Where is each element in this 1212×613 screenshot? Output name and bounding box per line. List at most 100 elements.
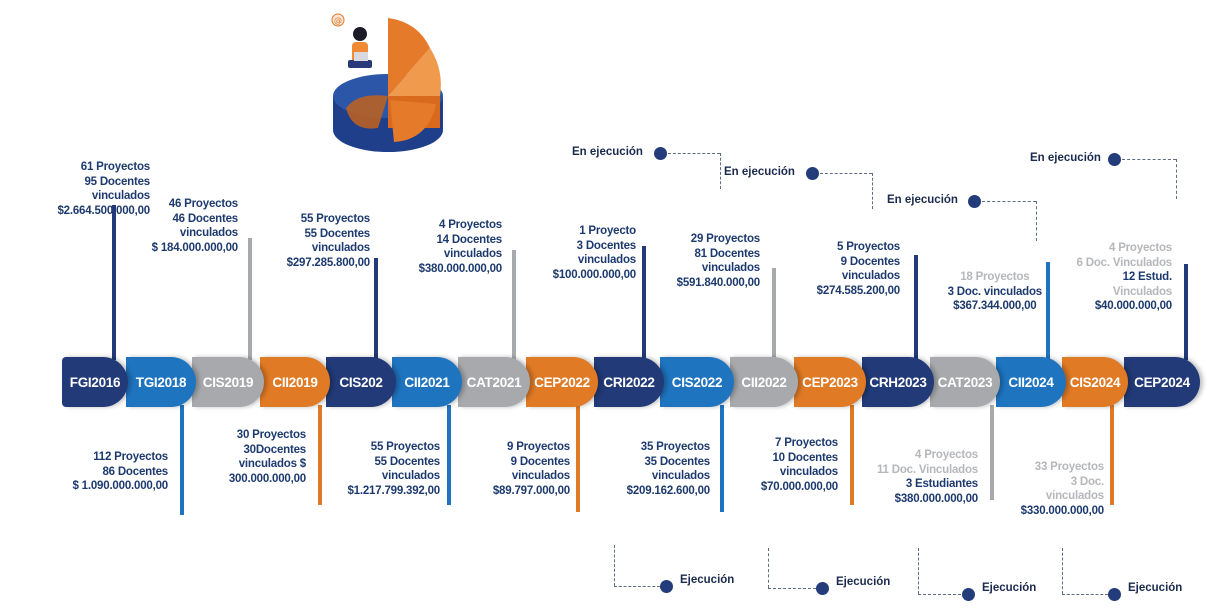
timeline-segment-cat2023: CAT2023 — [930, 357, 1000, 407]
annotation-line: Vinculados — [1112, 285, 1172, 298]
annotation-line: 46 Proyectos — [168, 198, 238, 210]
annotation-line: 55 Proyectos — [300, 213, 370, 225]
annotation-line: 1 Proyecto — [579, 225, 636, 237]
annotation-line: 35 Docentes — [644, 455, 710, 468]
connector-stem — [1046, 262, 1050, 360]
dashed-connector — [668, 153, 720, 154]
connector-stem — [374, 258, 378, 360]
connector-stem — [850, 405, 854, 505]
annotation-line: 3 Doc. vinculados — [947, 285, 1043, 298]
annotation-line: vinculados — [311, 242, 370, 254]
status-label-ejecucion: Ejecución — [836, 576, 891, 588]
svg-text:@: @ — [334, 16, 342, 25]
annotation-line: $1.217.799.392,00 — [347, 484, 440, 497]
status-label-en-ejecucion: En ejecución — [724, 166, 795, 178]
annotation-line: 55 Docentes — [374, 455, 440, 468]
timeline-segment-fgi2016: FGI2016 — [62, 357, 128, 407]
annotation-line: $100.000.000,00 — [552, 268, 637, 281]
dashed-connector — [1176, 159, 1177, 199]
annotation-line: 3 Doc. — [1070, 475, 1105, 488]
connector-stem — [248, 238, 252, 360]
annotation-line: 35 Proyectos — [640, 441, 710, 453]
top-annotation: 1 Proyecto 3 Docentes vinculados $100.000.0… — [552, 224, 637, 282]
dashed-connector — [768, 548, 769, 588]
status-label-ejecucion: Ejecución — [1128, 582, 1183, 594]
annotation-line: $209.162.600,00 — [626, 484, 711, 497]
annotation-line: vinculados — [511, 470, 570, 482]
connector-stem — [1184, 264, 1188, 360]
dashed-connector — [768, 588, 816, 589]
annotation-line: 33 Proyectos — [1034, 461, 1104, 473]
annotation-line: 4 Proyectos — [439, 219, 502, 231]
person-on-pie-chart-illustration: @ — [331, 13, 443, 152]
annotation-line: $ 184.000.000,00 — [151, 241, 239, 254]
top-annotation: 18 Proyectos 3 Doc. vinculados $367.344.00… — [947, 270, 1043, 314]
dashed-connector — [872, 173, 873, 209]
annotation-line: 112 Proyectos — [93, 451, 168, 463]
annotation-line: vinculados — [577, 254, 636, 266]
annotation-line: 11 Doc. Vinculados — [876, 463, 978, 476]
status-label-ejecucion: Ejecución — [982, 582, 1037, 594]
annotation-line: vinculados — [779, 466, 838, 478]
dashed-connector — [918, 548, 919, 594]
dashed-connector — [720, 153, 721, 189]
annotation-line: 55 Proyectos — [370, 441, 440, 453]
annotation-line: 3 Docentes — [576, 239, 637, 252]
timeline-segment-cii2021: CII2021 — [392, 357, 462, 407]
annotation-line: 9 Docentes — [510, 455, 571, 468]
annotation-line: 6 Doc. Vinculados — [1076, 256, 1173, 269]
timeline-segment-cep2024: CEP2024 — [1124, 357, 1200, 407]
annotation-line: vinculados — [91, 190, 150, 202]
annotation-line: 30 Proyectos — [236, 429, 306, 441]
annotation-line: 9 Docentes — [840, 255, 901, 268]
annotation-line: 81 Docentes — [694, 247, 760, 260]
connector-stem — [720, 405, 724, 512]
annotation-line: 86 Docentes — [102, 465, 168, 478]
connector-stem — [112, 205, 116, 360]
dashed-connector — [1122, 159, 1176, 160]
annotation-line: $70.000.000,00 — [760, 480, 838, 493]
bottom-annotation: 55 Proyectos 55 Docentes vinculados $1.217.… — [347, 440, 440, 498]
connector-stem — [447, 405, 451, 505]
connector-stem — [512, 250, 516, 360]
dashed-connector — [1036, 201, 1037, 241]
status-dot — [660, 580, 673, 593]
annotation-line: $380.000.000,00 — [894, 492, 979, 505]
annotation-line: 61 Proyectos — [80, 161, 150, 173]
annotation-line: vinculados — [701, 262, 760, 274]
timeline-segment-cat2021: CAT2021 — [458, 357, 530, 407]
timeline-segment-tgi2018: TGI2018 — [126, 357, 196, 407]
annotation-line: $330.000.000,00 — [1020, 504, 1105, 517]
status-label-en-ejecucion: En ejecución — [887, 194, 958, 206]
status-dot — [962, 588, 975, 601]
annotation-line: vinculados $ — [238, 458, 306, 470]
annotation-line: $ 1.090.000.000,00 — [72, 480, 168, 492]
annotation-line: 4 Proyectos — [1109, 242, 1172, 254]
annotation-line: $367.344.000,00 — [953, 300, 1037, 312]
annotation-line: 55 Docentes — [304, 227, 370, 240]
connector-stem — [914, 255, 918, 360]
status-dot — [654, 147, 667, 160]
status-dot — [968, 195, 981, 208]
annotation-line: 300.000.000,00 — [228, 472, 306, 485]
timeline-segment-crh2023: CRH2023 — [862, 357, 934, 407]
annotation-line: $40.000.000,00 — [1094, 300, 1172, 312]
timeline-segment-cii2022: CII2022 — [730, 357, 798, 407]
dashed-connector — [982, 201, 1036, 202]
annotation-line: vinculados — [381, 470, 440, 482]
annotation-line: 14 Docentes — [436, 233, 502, 246]
annotation-line: 18 Proyectos — [960, 271, 1030, 283]
status-dot — [816, 582, 829, 595]
dashed-connector — [918, 594, 966, 595]
